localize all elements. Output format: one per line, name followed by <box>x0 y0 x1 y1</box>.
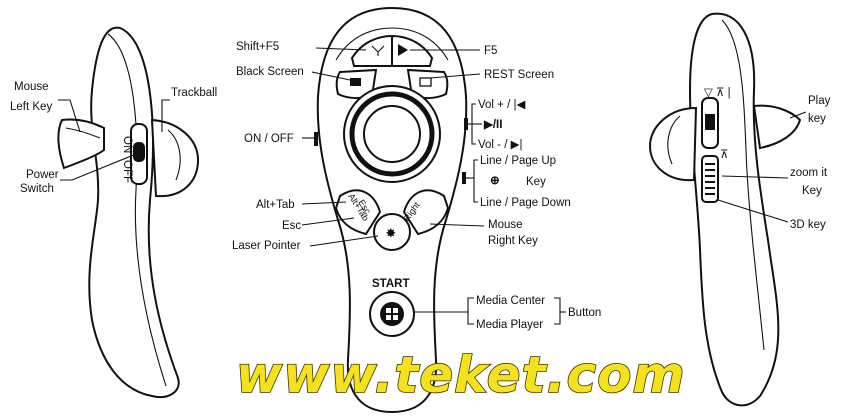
left-mouse-key-shape <box>57 118 105 170</box>
rest-screen-icon <box>419 77 432 87</box>
mouse-left-key-label-1: Mouse <box>14 81 49 93</box>
page-bracket <box>473 159 478 203</box>
esc-label: Esc <box>282 220 301 232</box>
switch-off-label: OFF <box>121 160 133 183</box>
start-label: START <box>372 278 409 290</box>
trackball[interactable] <box>363 105 421 163</box>
vol-side-button[interactable] <box>464 118 468 130</box>
three-d-key-label: 3D key <box>790 219 826 231</box>
mouse-right-key-label-1: Mouse <box>488 219 523 231</box>
black-screen-label: Black Screen <box>236 66 304 78</box>
zoom-slider-ribs <box>705 163 715 195</box>
right-top-icons: ▽ ⊼ | <box>704 87 731 99</box>
f5-play-icon <box>398 44 408 56</box>
black-screen-icon <box>350 78 361 86</box>
front-top-ridge <box>335 27 449 61</box>
watermark-text: www.teket.com <box>236 346 686 404</box>
power-switch-label-1: Power <box>26 169 59 181</box>
power-switch-label-2: Switch <box>20 183 54 195</box>
zoom-key-label-1: zoom it <box>790 167 828 179</box>
power-switch-leader <box>60 153 137 181</box>
black-screen-leader <box>311 71 351 81</box>
line-page-up-label: Line / Page Up <box>480 155 556 167</box>
vol-up-label: Vol + / |◀ <box>478 99 526 111</box>
shift-f5-leader <box>315 47 367 51</box>
on-off-label: ON / OFF <box>244 133 294 145</box>
esc-leader <box>301 217 355 226</box>
mouse-right-key-leader <box>429 223 485 227</box>
left-body-seam <box>107 33 167 387</box>
f5-label: F5 <box>484 45 497 57</box>
vol-down-label: Vol - / ▶| <box>478 139 522 151</box>
windows-logo-icon <box>380 302 404 326</box>
right-side-key-shape[interactable] <box>752 104 802 150</box>
left-side-view: ON OFF Mouse Left Key Trackball Power Sw… <box>10 26 217 398</box>
play-key-label-1: Play <box>808 95 831 107</box>
line-page-down-label: Line / Page Down <box>480 197 571 209</box>
alt-tab-label: Alt+Tab <box>256 199 295 211</box>
media-center-label: Media Center <box>476 295 545 307</box>
power-switch-knob[interactable] <box>133 142 145 162</box>
alt-tab-leader <box>301 201 347 205</box>
alt-tab-esc-button[interactable] <box>334 189 382 236</box>
rest-screen-leader <box>429 73 481 79</box>
right-device-body <box>688 12 780 407</box>
media-player-label: Media Player <box>476 319 543 331</box>
mouse-left-key-leader <box>58 99 81 133</box>
media-bracket-left <box>467 297 474 325</box>
front-view: ✸ Alt+Tab Esc Right START Shift+F5 Black… <box>232 6 601 414</box>
mouse-left-key-label-2: Left Key <box>10 101 52 113</box>
right-trackball-shine <box>667 115 681 165</box>
laser-star-icon: ✸ <box>385 227 397 240</box>
media-bracket-right <box>554 297 561 325</box>
left-trackball <box>150 118 200 198</box>
play-key-label-2: key <box>808 113 826 125</box>
button-label: Button <box>568 307 601 319</box>
play-pause-label: ▶/II <box>483 119 502 131</box>
right-side-view: ▽ ⊼ | ⊼ Play key zoom it Key 3D key <box>648 12 831 407</box>
on-off-side-switch[interactable] <box>314 132 318 146</box>
right-mid-icons: ⊼ <box>720 149 728 161</box>
page-side-button[interactable] <box>462 172 466 184</box>
play-key-leader <box>789 111 807 119</box>
rest-screen-label: REST Screen <box>484 69 554 81</box>
right-trackball <box>648 106 698 182</box>
f5-button[interactable] <box>391 34 434 67</box>
right-mouse-button[interactable] <box>402 189 450 236</box>
zoom-slider[interactable] <box>701 155 719 203</box>
left-device-body <box>88 26 180 398</box>
laser-pointer-label: Laser Pointer <box>232 240 301 252</box>
left-trackball-shine <box>167 129 181 181</box>
right-body-seam <box>721 19 765 351</box>
page-key-label: Key <box>526 176 546 188</box>
trackball-leader <box>161 99 170 132</box>
mouse-right-key-label-2: Right Key <box>488 235 538 247</box>
shift-f5-label: Shift+F5 <box>236 41 279 53</box>
windows-logo-panes <box>386 308 398 320</box>
three-d-key-leader <box>717 199 789 223</box>
zoom-key-label-2: Key <box>802 185 822 197</box>
shift-f5-icon <box>371 45 385 56</box>
trackball-label: Trackball <box>171 87 217 99</box>
left-key-line <box>65 127 101 139</box>
laser-pointer-leader <box>309 235 379 247</box>
switch-on-label: ON <box>121 136 133 153</box>
zoom-key-leader <box>721 175 789 179</box>
play-rocker-knob <box>705 114 715 130</box>
trackball-inner-ring <box>349 91 435 177</box>
zoom-key-icon: ⊕ <box>490 175 500 187</box>
laser-pointer-button[interactable] <box>373 213 411 251</box>
